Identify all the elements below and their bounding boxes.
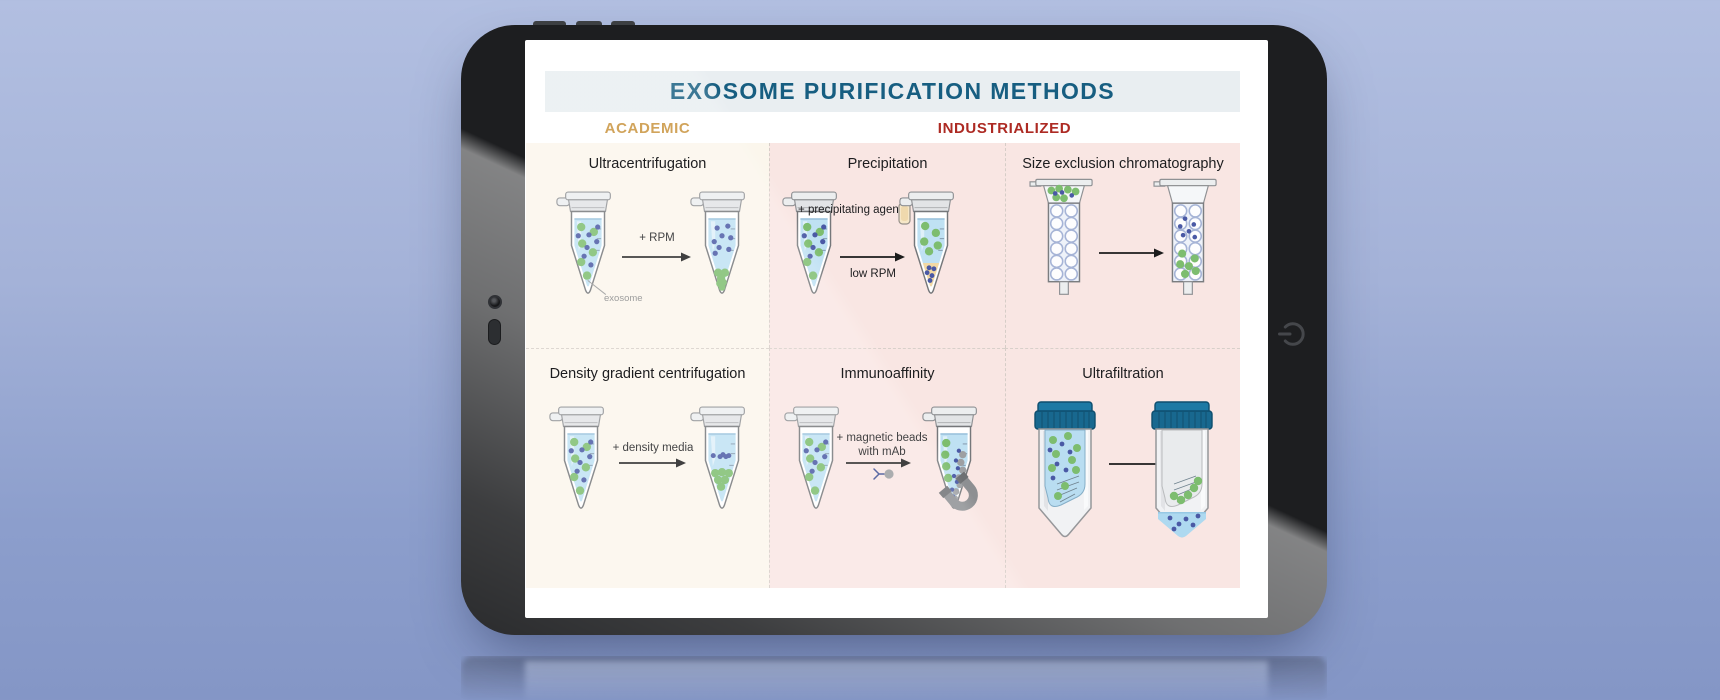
panel-title: Immunoaffinity: [840, 366, 935, 382]
ultrafiltration-tube-icon: [1023, 398, 1107, 548]
microcentrifuge-tube-icon: [547, 402, 615, 519]
microcentrifuge-tube-icon: [554, 187, 622, 304]
microcentrifuge-tube-icon: [688, 402, 756, 519]
exosome-callout: exosome: [604, 293, 643, 304]
arrow-icon: [619, 458, 686, 468]
arrow-icon: [622, 252, 691, 262]
magnet-icon: [938, 471, 978, 511]
tablet-screen: EXOSOME PURIFICATION METHODS ACADEMIC IN…: [525, 40, 1268, 618]
arrow-label: + magnetic beads with mAb: [836, 432, 928, 459]
section-label-academic: ACADEMIC: [604, 120, 691, 137]
panel-title: Ultrafiltration: [1082, 366, 1164, 382]
microcentrifuge-tube-icon: [688, 187, 756, 304]
microphone-slot: [488, 319, 501, 345]
sec-column-icon: [1153, 176, 1221, 304]
title-banner: EXOSOME PURIFICATION METHODS: [545, 71, 1240, 112]
section-labels: ACADEMIC INDUSTRIALIZED: [526, 116, 1240, 142]
arrow-icon: [840, 252, 905, 262]
panel-size-exclusion: Size exclusion chromatography: [1005, 143, 1240, 348]
panel-ultracentrifugation: Ultracentrifugation + RPM: [526, 143, 769, 348]
antibody-bead-icon: [873, 468, 894, 480]
arrow-icon: [1099, 248, 1164, 258]
section-label-industrialized: INDUSTRIALIZED: [937, 120, 1072, 137]
panel-immunoaffinity: Immunoaffinity + magnetic beads with mAb: [769, 348, 1005, 588]
panel-precipitation: Precipitation + precipitating agent: [769, 143, 1005, 348]
arrow-icon: [846, 458, 911, 468]
microcentrifuge-tube-icon: [780, 187, 848, 304]
camera-icon: [488, 295, 502, 309]
power-symbol-icon: [1278, 322, 1305, 346]
arrow-label: + RPM: [639, 232, 675, 244]
microcentrifuge-tube-icon: [782, 402, 850, 519]
ultrafiltration-tube-icon: [1140, 398, 1224, 538]
microcentrifuge-tube-icon: [897, 187, 965, 304]
panel-title: Density gradient centrifugation: [549, 366, 746, 382]
arrow-sublabel: low RPM: [849, 268, 896, 280]
methods-grid: Ultracentrifugation + RPM: [526, 143, 1240, 588]
tablet-reflection: [461, 656, 1327, 700]
panel-title: Precipitation: [847, 156, 928, 172]
panel-title: Ultracentrifugation: [588, 156, 707, 172]
sec-column-icon: [1029, 176, 1097, 304]
tablet-frame: EXOSOME PURIFICATION METHODS ACADEMIC IN…: [461, 25, 1327, 635]
arrow-label: + precipitating agent: [798, 204, 902, 216]
panel-title: Size exclusion chromatography: [1022, 156, 1224, 172]
arrow-label: + density media: [612, 442, 694, 454]
panel-ultrafiltration: Ultrafiltration: [1005, 348, 1240, 588]
panel-density-gradient: Density gradient centrifugation + densit…: [526, 348, 769, 588]
page-title: EXOSOME PURIFICATION METHODS: [669, 78, 1116, 104]
reflection-screen: [525, 661, 1268, 700]
